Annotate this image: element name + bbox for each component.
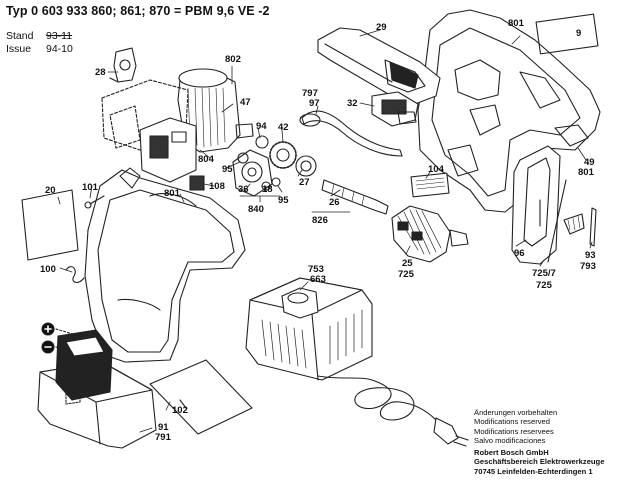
note-line: Salvo modificaciones (474, 435, 546, 445)
label-95-b: 95 (278, 195, 289, 206)
label-25: 25 (402, 258, 413, 269)
contact-28 (109, 47, 137, 83)
company-address: Robert Bosch GmbH Geschäftsbereich Elekt… (474, 448, 604, 476)
label-104: 104 (428, 164, 445, 175)
gearbox-840 (232, 135, 297, 197)
leader-lines (57, 29, 593, 433)
issue-label: Issue (6, 43, 32, 55)
label-47: 47 (240, 97, 251, 108)
label-28: 28 (95, 67, 106, 78)
label-801-right: 801 (578, 167, 595, 178)
label-801-mid: 801 (164, 188, 181, 199)
label-725-b: 725 (536, 280, 553, 291)
label-104 (410, 172, 450, 198)
label-20: 20 (45, 185, 56, 196)
label-663: 663 (310, 274, 326, 285)
note-line: Änderungen vorbehalten (474, 408, 558, 417)
label-100: 100 (40, 264, 56, 275)
label-plate-102 (149, 359, 253, 435)
belt-strap-797 (299, 110, 403, 157)
charger-753 (245, 277, 373, 381)
label-26: 26 (329, 197, 340, 208)
spring-100 (65, 266, 85, 284)
label-32: 32 (347, 98, 358, 109)
note-line: Modifications reservees (474, 426, 554, 436)
company-line: Geschäftsbereich Elektrowerkzeuge (474, 457, 605, 467)
electronics-804 (109, 105, 197, 183)
label-797: 797 (302, 88, 318, 99)
chuck-725 (391, 205, 469, 263)
belt-clip-96 (511, 145, 585, 265)
label-791: 791 (155, 432, 172, 443)
block-108 (189, 175, 205, 191)
switch-32 (371, 91, 419, 127)
label-804: 804 (198, 154, 215, 165)
label-36: 36 (238, 184, 249, 195)
label-20 (21, 189, 79, 261)
housing-shell-left (84, 167, 246, 363)
label-96: 96 (514, 248, 525, 259)
label-108: 108 (209, 181, 225, 192)
power-cord (317, 375, 469, 447)
screwdriver-bit-93 (589, 207, 597, 247)
label-42: 42 (278, 122, 289, 133)
label-725-a: 725 (398, 269, 415, 280)
plus-terminal-icon (41, 322, 87, 339)
stand-value: 93-11 (46, 30, 73, 42)
note-line: Modifications reserved (474, 417, 550, 427)
battery-pack-91 (37, 329, 157, 449)
label-95-a: 95 (222, 164, 233, 175)
bearing-27 (295, 155, 317, 177)
screw-101 (84, 195, 105, 209)
label-97: 97 (309, 98, 320, 109)
label-93: 93 (585, 250, 596, 261)
stand-row: Stand 93-11 (6, 30, 72, 42)
label-18: 18 (262, 184, 273, 195)
label-29: 29 (376, 22, 387, 33)
label-793: 793 (580, 261, 596, 272)
label-725-7: 725/7 (532, 268, 556, 279)
label-9: 9 (576, 28, 581, 39)
type-title: Typ 0 603 933 860; 861; 870 = PBM 9,6 VE… (6, 4, 270, 18)
label-101: 101 (82, 182, 99, 193)
spindle-26 (321, 179, 389, 215)
stand-label: Stand (6, 30, 34, 42)
label-840: 840 (248, 204, 264, 215)
issue-row: Issue 94-10 (6, 43, 73, 55)
minus-terminal-icon (41, 340, 73, 354)
modification-notes: Änderungen vorbehalten Modifications res… (474, 408, 557, 445)
label-102: 102 (172, 405, 188, 416)
label-91: 91 (158, 422, 169, 433)
label-27: 27 (299, 177, 310, 188)
company-line: 70745 Leinfelden-Echterdingen 1 (474, 466, 593, 476)
label-753: 753 (308, 264, 324, 275)
label-826: 826 (312, 215, 328, 226)
label-801-top: 801 (508, 18, 525, 29)
company-line: Robert Bosch GmbH (474, 448, 549, 457)
label-49: 49 (584, 157, 595, 168)
label-94: 94 (256, 121, 267, 132)
label-802: 802 (225, 54, 241, 65)
top-cover-29 (317, 27, 441, 105)
part-labels: 28 802 47 94 42 797 97 32 29 801 9 49 80… (40, 18, 596, 443)
issue-value: 94-10 (46, 43, 73, 55)
